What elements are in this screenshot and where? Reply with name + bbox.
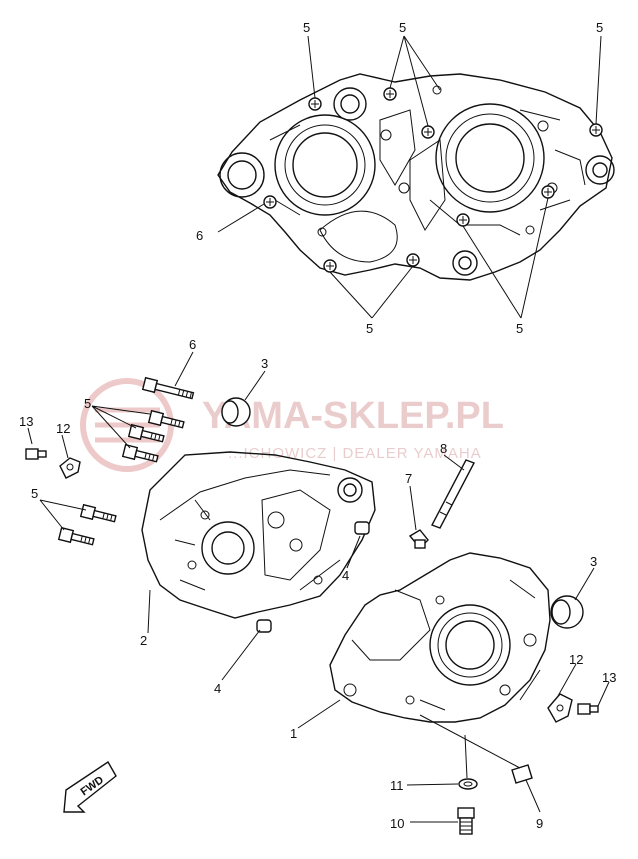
dowel-pin-4-lower — [256, 619, 272, 633]
callout-5-lower: 5 — [31, 486, 38, 501]
drain-bolt-10 — [457, 807, 475, 835]
screw-13-right — [577, 703, 599, 715]
plug-9 — [511, 764, 533, 784]
callout-top-5d: 5 — [366, 321, 373, 336]
watermark-brand: YAMA-SKLEP.PL — [202, 395, 504, 437]
callout-6: 6 — [189, 337, 196, 352]
callout-4-lower: 4 — [214, 681, 221, 696]
oil-seal-3-lower — [550, 595, 584, 629]
callout-12-right: 12 — [569, 652, 583, 667]
bottom-leader-lines — [27, 351, 610, 823]
callout-top-5c: 5 — [596, 20, 603, 35]
callout-8: 8 — [440, 441, 447, 456]
right-crankcase-half — [329, 552, 551, 723]
callout-13-right: 13 — [602, 670, 616, 685]
fitting-7 — [408, 529, 429, 550]
top-leader-lines — [217, 35, 602, 319]
callout-13-left: 13 — [19, 414, 33, 429]
callout-1: 1 — [290, 726, 297, 741]
washer-11 — [458, 778, 478, 790]
screw-13-left — [25, 448, 47, 460]
bottom-callouts: 6 3 5 13 12 5 8 7 4 3 2 4 12 13 1 11 9 1… — [19, 337, 616, 831]
callout-9: 9 — [536, 816, 543, 831]
bolt-hole-marks — [263, 87, 603, 273]
callout-3-lower: 3 — [590, 554, 597, 569]
callout-5-upper: 5 — [84, 396, 91, 411]
top-callouts: 5 5 5 6 5 5 — [196, 20, 603, 336]
left-crankcase-half — [141, 451, 376, 619]
bolt-6 — [141, 376, 195, 400]
callout-10: 10 — [390, 816, 404, 831]
bolt-parts-upper — [57, 376, 195, 546]
callout-3-upper: 3 — [261, 356, 268, 371]
pipe-8 — [431, 459, 475, 529]
callout-top-5b: 5 — [399, 20, 406, 35]
callout-2: 2 — [140, 633, 147, 648]
callout-4-upper: 4 — [342, 568, 349, 583]
callout-12-left: 12 — [56, 421, 70, 436]
forward-arrow-icon: FWD — [63, 761, 117, 813]
callout-top-6: 6 — [196, 228, 203, 243]
callout-top-5e: 5 — [516, 321, 523, 336]
crankcase-top-view — [217, 73, 615, 281]
callout-11: 11 — [390, 778, 404, 793]
callout-7: 7 — [405, 471, 412, 486]
bracket-12-right — [547, 693, 573, 723]
dowel-pin-4-upper — [354, 521, 370, 535]
bracket-12-left — [59, 457, 81, 479]
oil-seal-3-upper — [221, 397, 251, 427]
callout-top-5a: 5 — [303, 20, 310, 35]
